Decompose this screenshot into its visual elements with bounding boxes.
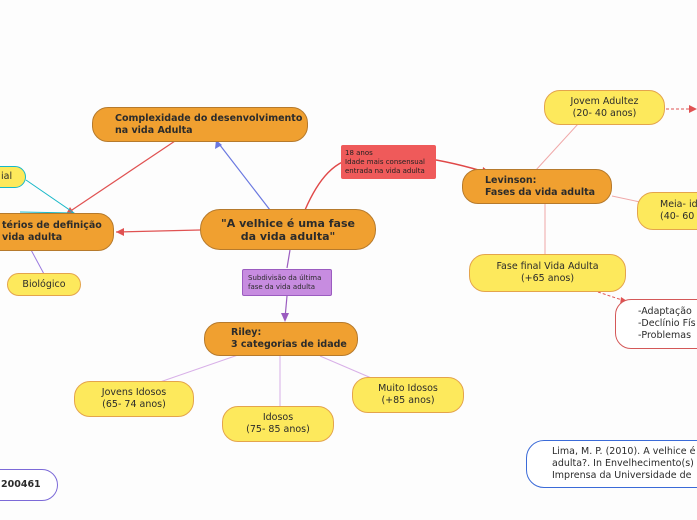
- link-label-levinson: 18 anos Idade mais consensual entrada na…: [341, 145, 436, 179]
- node-id-label: 200461: [1, 479, 41, 490]
- node-muito-idosos-label: Muito Idosos (+85 anos): [378, 383, 438, 406]
- node-riley[interactable]: Riley: 3 categorias de idade: [204, 322, 358, 356]
- node-muito-idosos[interactable]: Muito Idosos (+85 anos): [352, 377, 464, 413]
- link-label-riley: Subdivisão da última fase da vida adulta: [242, 269, 332, 296]
- edge-levinson-jovem: [535, 123, 579, 171]
- node-ial[interactable]: ial: [0, 166, 26, 188]
- node-levinson[interactable]: Levinson: Fases da vida adulta: [462, 169, 612, 204]
- edge-complexidade-criterios: [65, 140, 176, 215]
- node-meia-idade-label: Meia- id (40- 60: [660, 199, 697, 222]
- arrowhead: [281, 313, 289, 322]
- edge-levinson-meia: [611, 195, 641, 203]
- node-adaptacao[interactable]: -Adaptação -Declínio Fís -Problemas: [615, 299, 697, 349]
- edge-riley-jovens: [159, 354, 239, 383]
- edge-central-criterios: [115, 229, 201, 233]
- node-biologico[interactable]: Biológico: [7, 273, 81, 296]
- node-fase-final-label: Fase final Vida Adulta (+65 anos): [496, 261, 599, 284]
- node-id[interactable]: 200461: [0, 469, 58, 501]
- node-central[interactable]: "A velhice é uma fase da vida adulta": [200, 209, 376, 250]
- edge-central-riley: [286, 249, 291, 269]
- node-idosos-label: Idosos (75- 85 anos): [246, 412, 310, 435]
- node-biologico-label: Biológico: [22, 278, 66, 290]
- arrowhead: [215, 140, 222, 149]
- node-jovem-adultez-label: Jovem Adultez (20- 40 anos): [570, 95, 639, 119]
- node-levinson-label: Levinson: Fases da vida adulta: [485, 174, 596, 198]
- link-label-levinson-text: 18 anos Idade mais consensual entrada na…: [345, 148, 425, 175]
- link-label-riley-text: Subdivisão da última fase da vida adulta: [248, 273, 322, 291]
- node-jovens-idosos-label: Jovens Idosos (65- 74 anos): [101, 387, 167, 410]
- node-ial-label: ial: [1, 171, 13, 182]
- node-complexidade[interactable]: Complexidade do desenvolvimento na vida …: [92, 107, 308, 142]
- node-complexidade-label: Complexidade do desenvolvimento na vida …: [115, 112, 303, 136]
- node-criterios-label: térios de definição vida adulta: [2, 220, 102, 243]
- edge-criterios-ial: [19, 179, 76, 214]
- node-jovem-adultez[interactable]: Jovem Adultez (20- 40 anos): [544, 90, 665, 125]
- node-idosos[interactable]: Idosos (75- 85 anos): [222, 406, 334, 442]
- node-criterios[interactable]: térios de definição vida adulta: [0, 213, 114, 251]
- arrowhead: [689, 105, 697, 113]
- node-fase-final[interactable]: Fase final Vida Adulta (+65 anos): [469, 254, 626, 292]
- node-meia-idade[interactable]: Meia- id (40- 60: [637, 192, 697, 230]
- edge-criterios-biologico: [29, 247, 45, 275]
- node-riley-label: Riley: 3 categorias de idade: [231, 327, 347, 350]
- edge-central-complexidade: [215, 139, 271, 211]
- arrowhead: [116, 228, 124, 236]
- edge-riley-muito: [319, 355, 377, 381]
- node-jovens-idosos[interactable]: Jovens Idosos (65- 74 anos): [74, 381, 194, 417]
- node-adaptacao-label: -Adaptação -Declínio Fís -Problemas: [638, 306, 696, 341]
- node-reference-label: Lima, M. P. (2010). A velhice é adulta?.…: [552, 446, 696, 481]
- node-central-label: "A velhice é uma fase da vida adulta": [221, 216, 355, 243]
- node-reference[interactable]: Lima, M. P. (2010). A velhice é adulta?.…: [526, 440, 697, 488]
